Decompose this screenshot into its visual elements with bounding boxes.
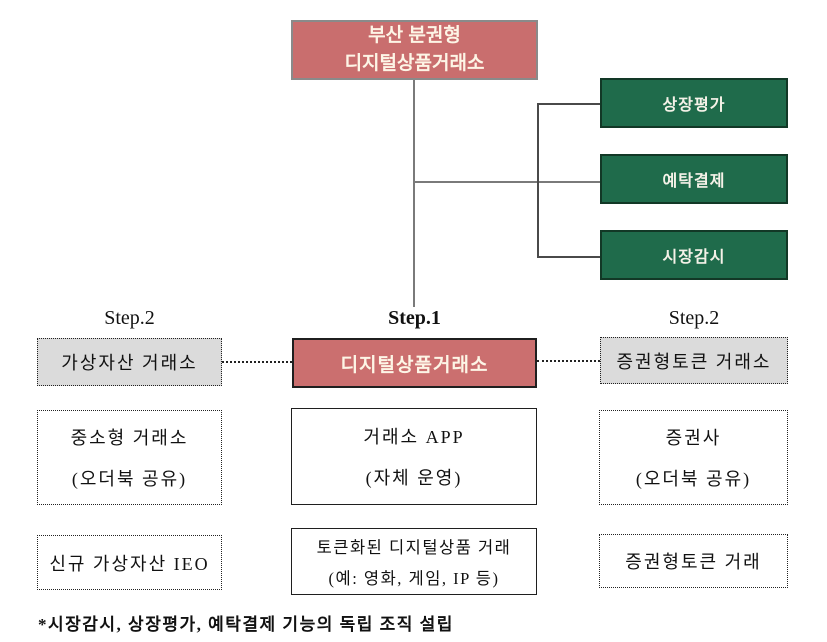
green-box-deposit-settlement: 예탁결제 bbox=[600, 154, 788, 204]
box-new-virtual-asset-ieo: 신규 가상자산 IEO bbox=[37, 535, 222, 590]
connector-dotted-left bbox=[222, 361, 292, 363]
box-small-mid-exchange: 중소형 거래소 (오더북 공유) bbox=[37, 410, 222, 505]
box-line1: 신규 가상자산 IEO bbox=[49, 553, 210, 574]
connector-bus-vertical bbox=[537, 103, 539, 258]
box-line2: (예: 영화, 게임, IP 등) bbox=[328, 569, 500, 588]
connector-branch-market-surveillance bbox=[538, 256, 600, 258]
box-securities-firm: 증권사 (오더북 공유) bbox=[599, 410, 788, 505]
connector-branch-listing-eval bbox=[538, 103, 600, 105]
step-label-left: Step.2 bbox=[104, 306, 155, 329]
green-box-label: 상장평가 bbox=[662, 97, 726, 114]
header-label: 가상자산 거래소 bbox=[61, 353, 198, 373]
green-box-listing-evaluation: 상장평가 bbox=[600, 78, 788, 128]
box-line2: (자체 운영) bbox=[365, 468, 463, 488]
step-label-right: Step.2 bbox=[668, 306, 720, 329]
connector-horizontal-main bbox=[414, 181, 600, 183]
box-line2: (오더북 공유) bbox=[71, 469, 188, 489]
root-box-line1: 부산 분권형 bbox=[368, 25, 461, 47]
box-line1: 토큰화된 디지털상품 거래 bbox=[316, 538, 512, 557]
footnote: *시장감시, 상장평가, 예탁결제 기능의 독립 조직 설립 bbox=[38, 615, 454, 634]
header-box-security-token-exchange: 증권형토큰 거래소 bbox=[600, 337, 788, 384]
root-box-busan-exchange: 부산 분권형 디지털상품거래소 bbox=[291, 20, 538, 80]
box-line2: (오더북 공유) bbox=[635, 469, 752, 489]
root-box-line2: 디지털상품거래소 bbox=[344, 53, 485, 74]
box-line1: 증권사 bbox=[665, 428, 722, 448]
connector-vertical-main bbox=[413, 80, 415, 307]
box-exchange-app: 거래소 APP (자체 운영) bbox=[291, 408, 537, 505]
box-line1: 거래소 APP bbox=[363, 427, 465, 447]
header-box-virtual-asset-exchange: 가상자산 거래소 bbox=[37, 338, 222, 386]
green-box-label: 시장감시 bbox=[662, 249, 726, 266]
green-box-label: 예탁결제 bbox=[662, 173, 726, 190]
box-security-token-trading: 증권형토큰 거래 bbox=[599, 534, 788, 588]
connector-dotted-right bbox=[537, 360, 600, 362]
box-line1: 중소형 거래소 bbox=[70, 428, 189, 448]
box-line1: 증권형토큰 거래 bbox=[625, 552, 762, 572]
header-box-digital-product-exchange: 디지털상품거래소 bbox=[292, 338, 537, 388]
header-label: 증권형토큰 거래소 bbox=[616, 351, 772, 372]
green-box-market-surveillance: 시장감시 bbox=[600, 230, 788, 280]
header-label: 디지털상품거래소 bbox=[340, 354, 489, 376]
box-tokenized-digital-product-trading: 토큰화된 디지털상품 거래 (예: 영화, 게임, IP 등) bbox=[291, 528, 537, 595]
step-label-center: Step.1 bbox=[388, 306, 441, 329]
